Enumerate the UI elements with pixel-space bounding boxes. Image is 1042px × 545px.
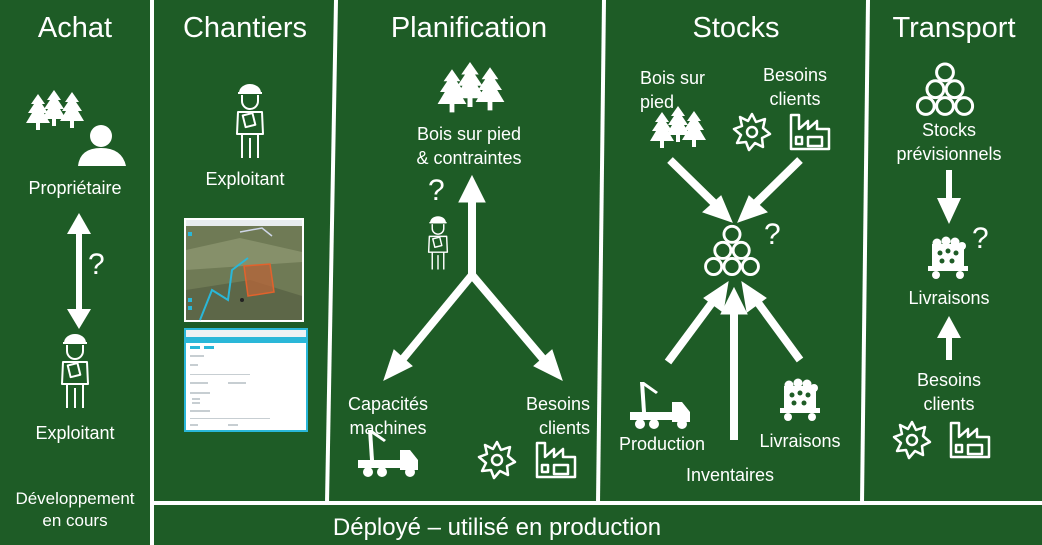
trees-icon	[437, 62, 505, 113]
header-stocks: Stocks	[692, 12, 780, 44]
label-inventaires: Inventaires	[685, 465, 775, 485]
label-besoins-line1: Besoins	[762, 65, 828, 85]
label-stocks-line1: Stocks	[921, 120, 977, 140]
label-besoins-line1: Besoins	[525, 394, 590, 414]
header-transport: Transport	[892, 12, 1016, 44]
status-line1: Développement	[15, 489, 135, 508]
label-capacites-line2: machines	[349, 418, 427, 438]
header-achat: Achat	[37, 12, 113, 44]
sawblade-icon	[892, 420, 932, 460]
factory-icon	[789, 113, 831, 151]
label-stocks-line2: prévisionnels	[896, 144, 1002, 164]
trees-icon	[26, 90, 84, 130]
label-capacites-line1: Capacités	[347, 394, 429, 414]
question-mark: ?	[972, 222, 989, 255]
label-besoins-line2: clients	[923, 394, 975, 414]
question-mark: ?	[88, 248, 105, 281]
label-proprietaire: Propriétaire	[28, 178, 122, 198]
label-livraisons: Livraisons	[908, 288, 990, 308]
down-arrow	[937, 170, 961, 224]
log-pile-icon	[704, 224, 760, 276]
factory-icon	[949, 421, 991, 459]
label-besoins-line2: clients	[538, 418, 590, 438]
label-production: Production	[618, 434, 706, 454]
sawblade-icon	[732, 112, 772, 152]
label-bois-line2: pied	[640, 92, 675, 112]
footer-divider	[150, 501, 1042, 505]
status-line2: en cours	[42, 511, 108, 530]
person-icon	[78, 125, 126, 166]
separator	[150, 501, 154, 545]
worker-icon	[61, 334, 89, 409]
question-mark: ?	[428, 174, 445, 207]
worker-icon	[427, 216, 449, 271]
header-planification: Planification	[390, 12, 548, 44]
separator	[325, 0, 338, 503]
up-arrow	[937, 316, 961, 360]
label-besoins-line2: clients	[769, 89, 821, 109]
separator	[860, 0, 870, 503]
label-bois-line1: Bois sur pied	[416, 124, 522, 144]
separator	[596, 0, 606, 503]
log-pile-icon	[915, 62, 975, 116]
header-chantiers: Chantiers	[182, 12, 308, 44]
worker-icon	[236, 84, 264, 159]
fork-arrows	[383, 174, 563, 381]
label-exploitant: Exploitant	[35, 423, 115, 443]
label-exploitant: Exploitant	[205, 169, 285, 189]
footer-deployed: Déployé – utilisé en production	[332, 514, 662, 541]
map-screenshot	[184, 218, 304, 322]
label-bois-line1: Bois sur	[640, 68, 706, 88]
double-arrow	[67, 213, 91, 329]
timber-truck-icon	[780, 378, 820, 421]
label-livraisons: Livraisons	[759, 431, 841, 451]
sawblade-icon	[477, 440, 517, 480]
factory-icon	[535, 441, 577, 479]
label-bois-line2: & contraintes	[416, 148, 522, 168]
question-mark: ?	[764, 218, 781, 251]
separator	[150, 0, 154, 503]
forestry-machine-icon	[630, 382, 690, 429]
label-besoins-line1: Besoins	[916, 370, 982, 390]
form-screenshot	[184, 328, 308, 432]
converging-arrows	[664, 157, 804, 440]
timber-truck-icon	[928, 236, 968, 279]
